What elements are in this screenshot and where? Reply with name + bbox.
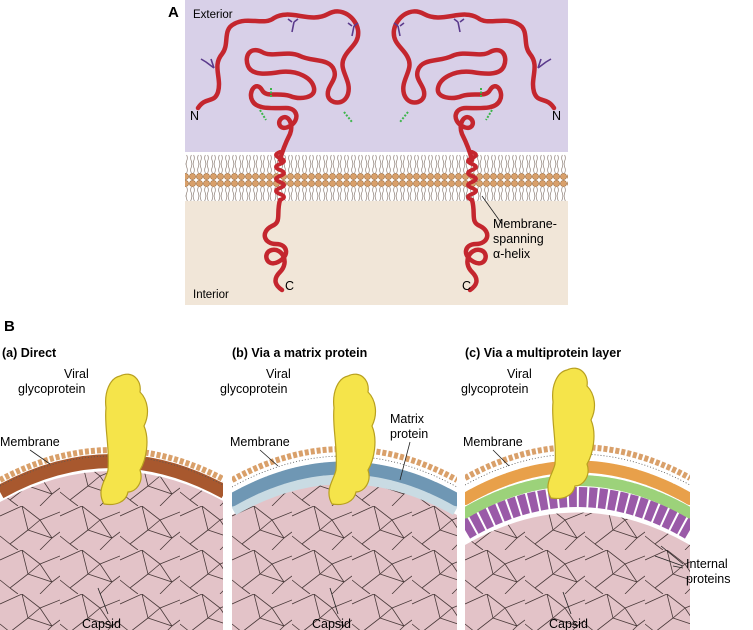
internal-label-1: Internal [686,557,728,571]
glycoprotein-b [328,373,377,506]
subpanel-c-title: (c) Via a multiprotein layer [465,346,621,360]
protein-chain-left [195,9,361,163]
n-terminus-left: N [190,109,199,123]
membrane-label-a: Membrane [0,435,60,449]
membrane-label-c: Membrane [463,435,523,449]
helix-leader-line [481,195,503,225]
n-terminus-right: N [552,109,561,123]
glyco-label-a-2: glycoprotein [18,382,85,396]
internal-layer-purple [465,487,690,539]
helix-right [466,150,478,202]
helix-label-line3: α-helix [493,247,531,261]
membrane-label-b: Membrane [230,435,290,449]
glycoprotein-c [547,367,596,500]
panel-a: A Exterior Interior [168,0,568,305]
lipid-bilayer [185,152,568,201]
interior-region [185,201,568,305]
disulfide-bonds [259,88,493,123]
internal-label-2: proteins [686,572,730,586]
exterior-label: Exterior [193,9,233,21]
glyco-label-a-1: Viral [64,367,89,381]
subpanel-a-title: (a) Direct [2,346,57,360]
c-terminus-left: C [285,279,294,293]
glyco-label-c-1: Viral [507,367,532,381]
subpanel-matrix: (b) Via a matrix protein Viral glycoprot… [220,346,457,630]
panel-a-letter: A [168,4,179,21]
interior-label: Interior [193,289,229,301]
capsid-label-a: Capsid [82,617,121,630]
panel-b-letter: B [4,318,15,335]
matrix-label-1: Matrix [390,412,425,426]
glycan-icons [200,18,552,69]
capsid-label-b: Capsid [312,617,351,630]
glyco-label-b-2: glycoprotein [220,382,287,396]
internal-leader-lines [654,545,684,569]
helix-label-line1: Membrane- [493,217,557,231]
subpanel-direct: (a) Direct Viral glycoprotein Membrane C… [0,346,223,630]
protein-chain-right [391,9,557,163]
subpanel-b-title: (b) Via a matrix protein [232,346,367,360]
exterior-region [185,0,568,152]
matrix-label-2: protein [390,427,428,441]
helix-label-line2: spanning [493,232,544,246]
c-terminus-right: C [462,279,471,293]
glycoprotein-a [100,373,149,506]
glyco-label-c-2: glycoprotein [461,382,528,396]
glyco-label-b-1: Viral [266,367,291,381]
capsid-label-c: Capsid [549,617,588,630]
helix-left [274,150,286,202]
subpanel-multiprotein: (c) Via a multiprotein layer Viral glyco… [461,346,730,630]
cyto-tail-right [463,197,490,293]
cyto-tail-left [262,197,289,293]
panel-b: B (a) Direct Viral glycoprotein Membrane… [0,318,730,630]
